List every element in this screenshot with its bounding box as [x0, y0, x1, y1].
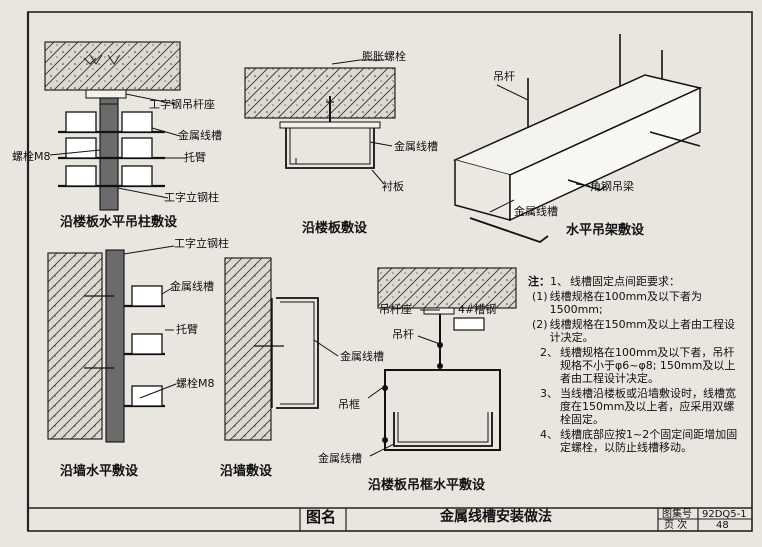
page-label: 页 次 [664, 520, 688, 531]
note-text: 当线槽沿楼板或沿墙敷设时，线槽宽度在150mm及以上者，应采用双螺栓固定。 [560, 387, 736, 426]
label-metal-trunking: 金属线槽 [394, 140, 438, 153]
note-text: 线槽规格在100mm及以下者为1500mm; [549, 290, 703, 316]
note-row: 2、 线槽规格在100mm及以下者，吊杆规格不小于φ6~φ8; 150mm及以上… [528, 346, 738, 385]
note-row: 3、 当线槽沿楼板或沿墙敷设时，线槽宽度在150mm及以上者，应采用双螺栓固定。 [528, 387, 738, 426]
note-text: 线槽规格在150mm及以上者由工程设计决定。 [549, 318, 736, 344]
label-metal-trunking: 金属线槽 [170, 280, 214, 293]
label-angle-steel-beam: 角钢吊梁 [590, 180, 634, 193]
figure-floor-frame [367, 267, 517, 457]
note-number: (1) [532, 290, 548, 303]
label-liner: 衬板 [382, 180, 404, 193]
figure-floor-slab [244, 59, 396, 185]
note-row: 4、 线槽底部应按1~2个固定间距增加固定螺栓，以防止线槽移动。 [528, 428, 738, 454]
label-metal-trunking: 金属线槽 [514, 205, 558, 218]
caption-along-wall: 沿墙敷设 [220, 464, 273, 479]
label-hanger-rod: 吊杆 [493, 70, 515, 83]
label-expansion-bolt: 膨胀螺栓 [362, 50, 406, 63]
figure-floor-column [44, 41, 186, 211]
label-bracket: 托臂 [176, 323, 198, 336]
label-metal-trunking: 金属线槽 [178, 129, 222, 142]
label-bolt-m8: 螺栓M8 [12, 150, 51, 163]
note-number: 1、 [550, 275, 568, 288]
caption-wall-horizontal: 沿墙水平敷设 [60, 464, 139, 479]
note-row: (1) 线槽规格在100mm及以下者为1500mm; [528, 290, 738, 316]
note-number: (2) [532, 318, 548, 331]
figure-wall-horizontal [47, 245, 177, 443]
label-hanger-rod: 吊杆 [392, 328, 414, 341]
note-number: 3、 [540, 387, 558, 400]
label-bracket: 托臂 [184, 151, 206, 164]
label-i-steel-column: 工字立钢柱 [174, 237, 229, 250]
note-row: (2) 线槽规格在150mm及以上者由工程设计决定。 [528, 318, 738, 344]
note-number: 4、 [540, 428, 558, 441]
atlas-number: 92DQ5-1 [702, 509, 747, 520]
caption-horizontal-rack: 水平吊架敷设 [566, 223, 645, 238]
figure-along-wall [224, 257, 339, 441]
label-bolt-m8: 螺栓M8 [176, 377, 215, 390]
notes-block: 注： 1、 线槽固定点间距要求： (1) 线槽规格在100mm及以下者为1500… [528, 275, 738, 456]
label-channel-steel: 4#槽钢 [458, 303, 497, 316]
atlas-number-label: 图集号 [662, 509, 692, 520]
note-number: 2、 [540, 346, 558, 359]
page-number: 48 [716, 520, 729, 531]
figure-horizontal-rack [452, 34, 703, 244]
notes-header: 注： [528, 275, 550, 288]
label-rod-seat: 吊杆座 [379, 303, 412, 316]
caption-floor-slab: 沿楼板敷设 [302, 221, 368, 236]
caption-floor-frame: 沿楼板吊框水平敷设 [368, 478, 486, 493]
note-row: 注： 1、 线槽固定点间距要求： [528, 275, 738, 288]
drawing-title: 金属线槽安装做法 [440, 509, 552, 525]
title-block-name-label: 图名 [306, 508, 337, 526]
label-metal-trunking: 金属线槽 [340, 350, 384, 363]
label-i-steel-column: 工字立钢柱 [164, 191, 219, 204]
title-block-lines [28, 507, 752, 531]
label-metal-trunking: 金属线槽 [318, 452, 362, 465]
note-text: 线槽固定点间距要求： [570, 275, 680, 288]
note-text: 线槽底部应按1~2个固定间距增加固定螺栓，以防止线槽移动。 [560, 428, 738, 454]
note-text: 线槽规格在100mm及以下者，吊杆规格不小于φ6~φ8; 150mm及以上者由工… [560, 346, 736, 385]
label-i-steel-hanger-seat: 工字钢吊杆座 [149, 98, 215, 111]
label-hanger-frame: 吊框 [338, 398, 360, 411]
caption-floor-column: 沿楼板水平吊柱敷设 [60, 215, 178, 230]
